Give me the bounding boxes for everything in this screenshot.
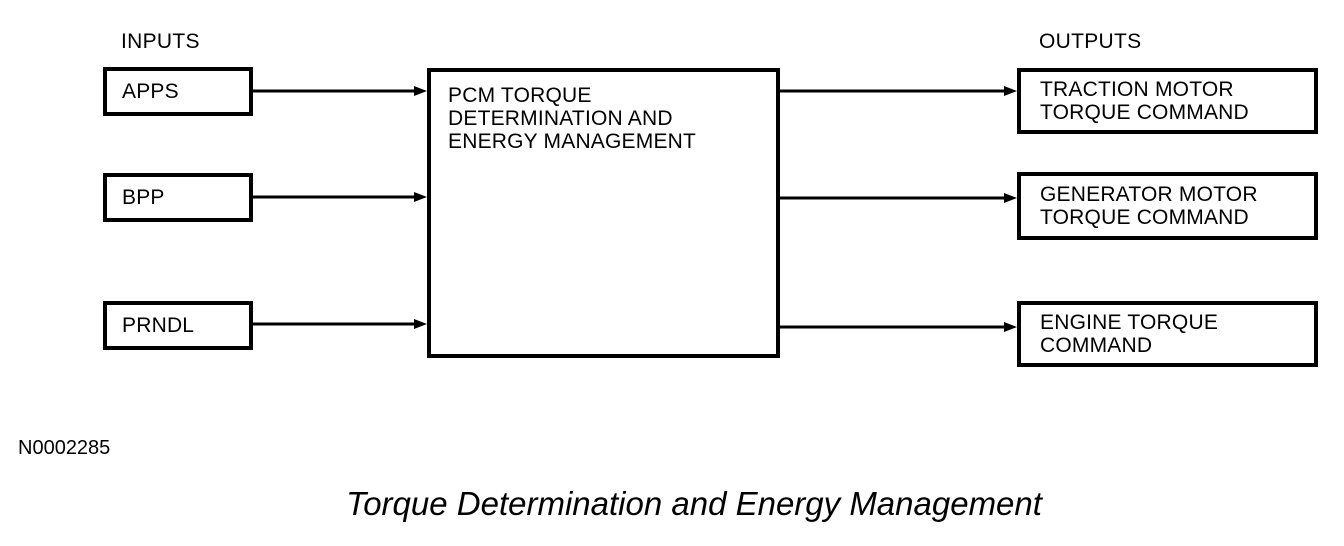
arrow-process-to-generator-motor <box>780 193 1017 203</box>
output-box-traction-motor: TRACTION MOTOR TORQUE COMMAND <box>1017 68 1318 134</box>
input-box-apps-label: APPS <box>122 80 179 103</box>
arrow-prndl-to-process <box>253 319 427 329</box>
input-box-bpp: BPP <box>103 173 253 222</box>
input-box-prndl: PRNDL <box>103 301 253 350</box>
outputs-heading: OUTPUTS <box>1039 30 1142 53</box>
output-box-traction-motor-label: TRACTION MOTOR TORQUE COMMAND <box>1040 78 1249 124</box>
input-box-prndl-label: PRNDL <box>122 314 195 337</box>
arrow-process-to-engine <box>780 322 1017 332</box>
output-box-generator-motor: GENERATOR MOTOR TORQUE COMMAND <box>1017 172 1318 240</box>
output-box-generator-motor-label: GENERATOR MOTOR TORQUE COMMAND <box>1040 183 1258 229</box>
arrow-apps-to-process <box>253 86 427 96</box>
inputs-heading: INPUTS <box>121 30 200 53</box>
diagram-caption: Torque Determination and Energy Manageme… <box>346 485 1042 522</box>
arrow-bpp-to-process <box>253 192 427 202</box>
arrow-process-to-traction-motor <box>780 86 1017 96</box>
process-box-pcm-torque: PCM TORQUE DETERMINATION AND ENERGY MANA… <box>427 68 780 358</box>
input-box-bpp-label: BPP <box>122 186 165 209</box>
output-box-engine-torque-label: ENGINE TORQUE COMMAND <box>1040 311 1219 357</box>
process-box-label: PCM TORQUE DETERMINATION AND ENERGY MANA… <box>448 84 697 153</box>
figure-number: N0002285 <box>18 437 111 459</box>
input-box-apps: APPS <box>103 67 253 116</box>
output-box-engine-torque: ENGINE TORQUE COMMAND <box>1017 301 1318 367</box>
